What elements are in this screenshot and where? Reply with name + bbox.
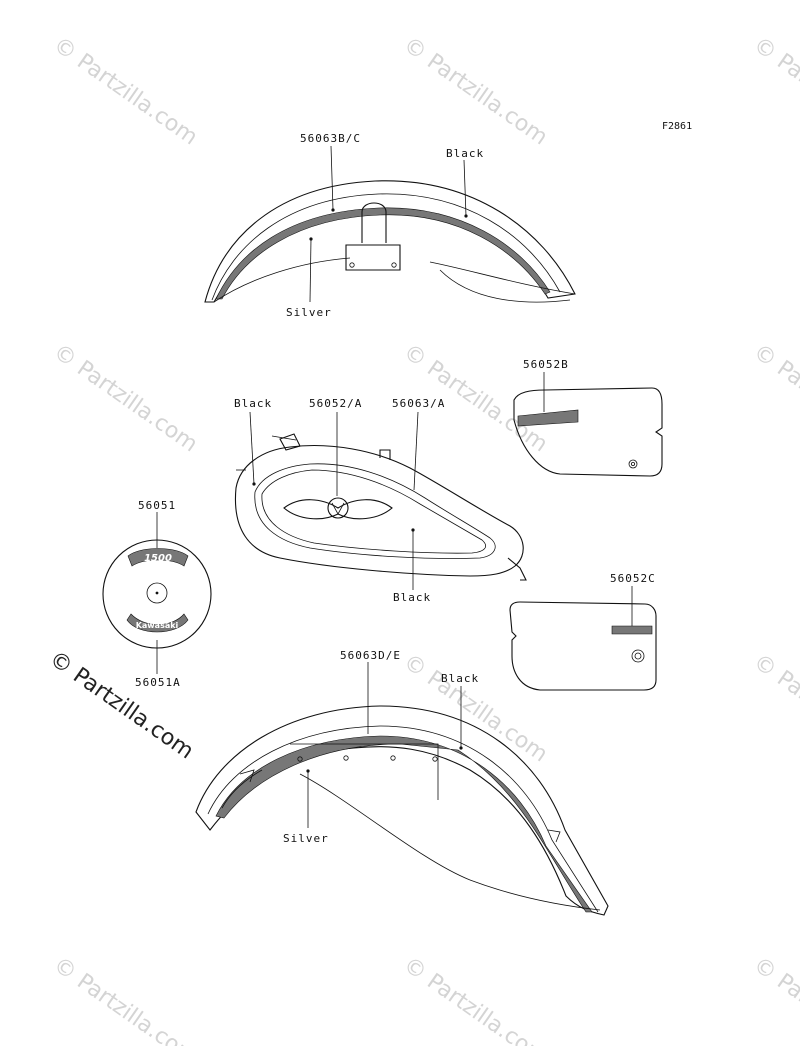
label-rear-fender-black: Black — [441, 672, 479, 685]
figure-code: F2861 — [662, 121, 692, 132]
label-side-cover-right-part: 56052B — [523, 358, 569, 371]
label-tank-emblem-part: 56052/A — [309, 397, 362, 410]
watermark-top-center: © Partzilla.com — [399, 32, 552, 150]
label-front-fender-black: Black — [446, 147, 484, 160]
watermark-bottom-center: © Partzilla.com — [399, 952, 552, 1046]
label-tank-stripe-part: 56063/A — [392, 397, 445, 410]
label-air-cleaner-top-part: 56051 — [138, 499, 176, 512]
watermark-bottom-right: © Partzilla.com — [749, 952, 800, 1046]
label-tank-black-left: Black — [234, 397, 272, 410]
watermark-lower-center: © Partzilla.com — [399, 649, 552, 767]
watermark-top-right: © Partzilla.com — [749, 32, 800, 150]
rear-fender — [195, 705, 609, 916]
label-side-cover-left-part: 56052C — [610, 572, 656, 585]
watermark-mid-right: © Partzilla.com — [749, 339, 800, 457]
label-front-fender-part: 56063B/C — [300, 132, 361, 145]
watermark-large: © Partzilla.com — [45, 646, 198, 764]
watermark-bottom-left: © Partzilla.com — [49, 952, 202, 1046]
watermark-mid-left: © Partzilla.com — [49, 339, 202, 457]
decal-kawasaki: Kawasaki — [136, 621, 179, 630]
watermark-top-left: © Partzilla.com — [49, 32, 202, 150]
label-rear-fender-silver: Silver — [283, 832, 329, 845]
air-cleaner-cover: 1500 Kawasaki — [102, 539, 212, 649]
side-cover-left — [509, 601, 657, 691]
fuel-tank — [234, 433, 527, 581]
side-cover-right — [513, 387, 663, 477]
label-air-cleaner-bottom-part: 56051A — [135, 676, 181, 689]
label-tank-black-bottom: Black — [393, 591, 431, 604]
watermark-lower-right: © Partzilla.com — [749, 649, 800, 767]
decal-1500: 1500 — [144, 553, 172, 564]
front-fender — [204, 180, 576, 303]
label-front-fender-silver: Silver — [286, 306, 332, 319]
label-rear-fender-part: 56063D/E — [340, 649, 401, 662]
watermark-group: © Partzilla.com © Partzilla.com © Partzi… — [45, 32, 800, 1046]
